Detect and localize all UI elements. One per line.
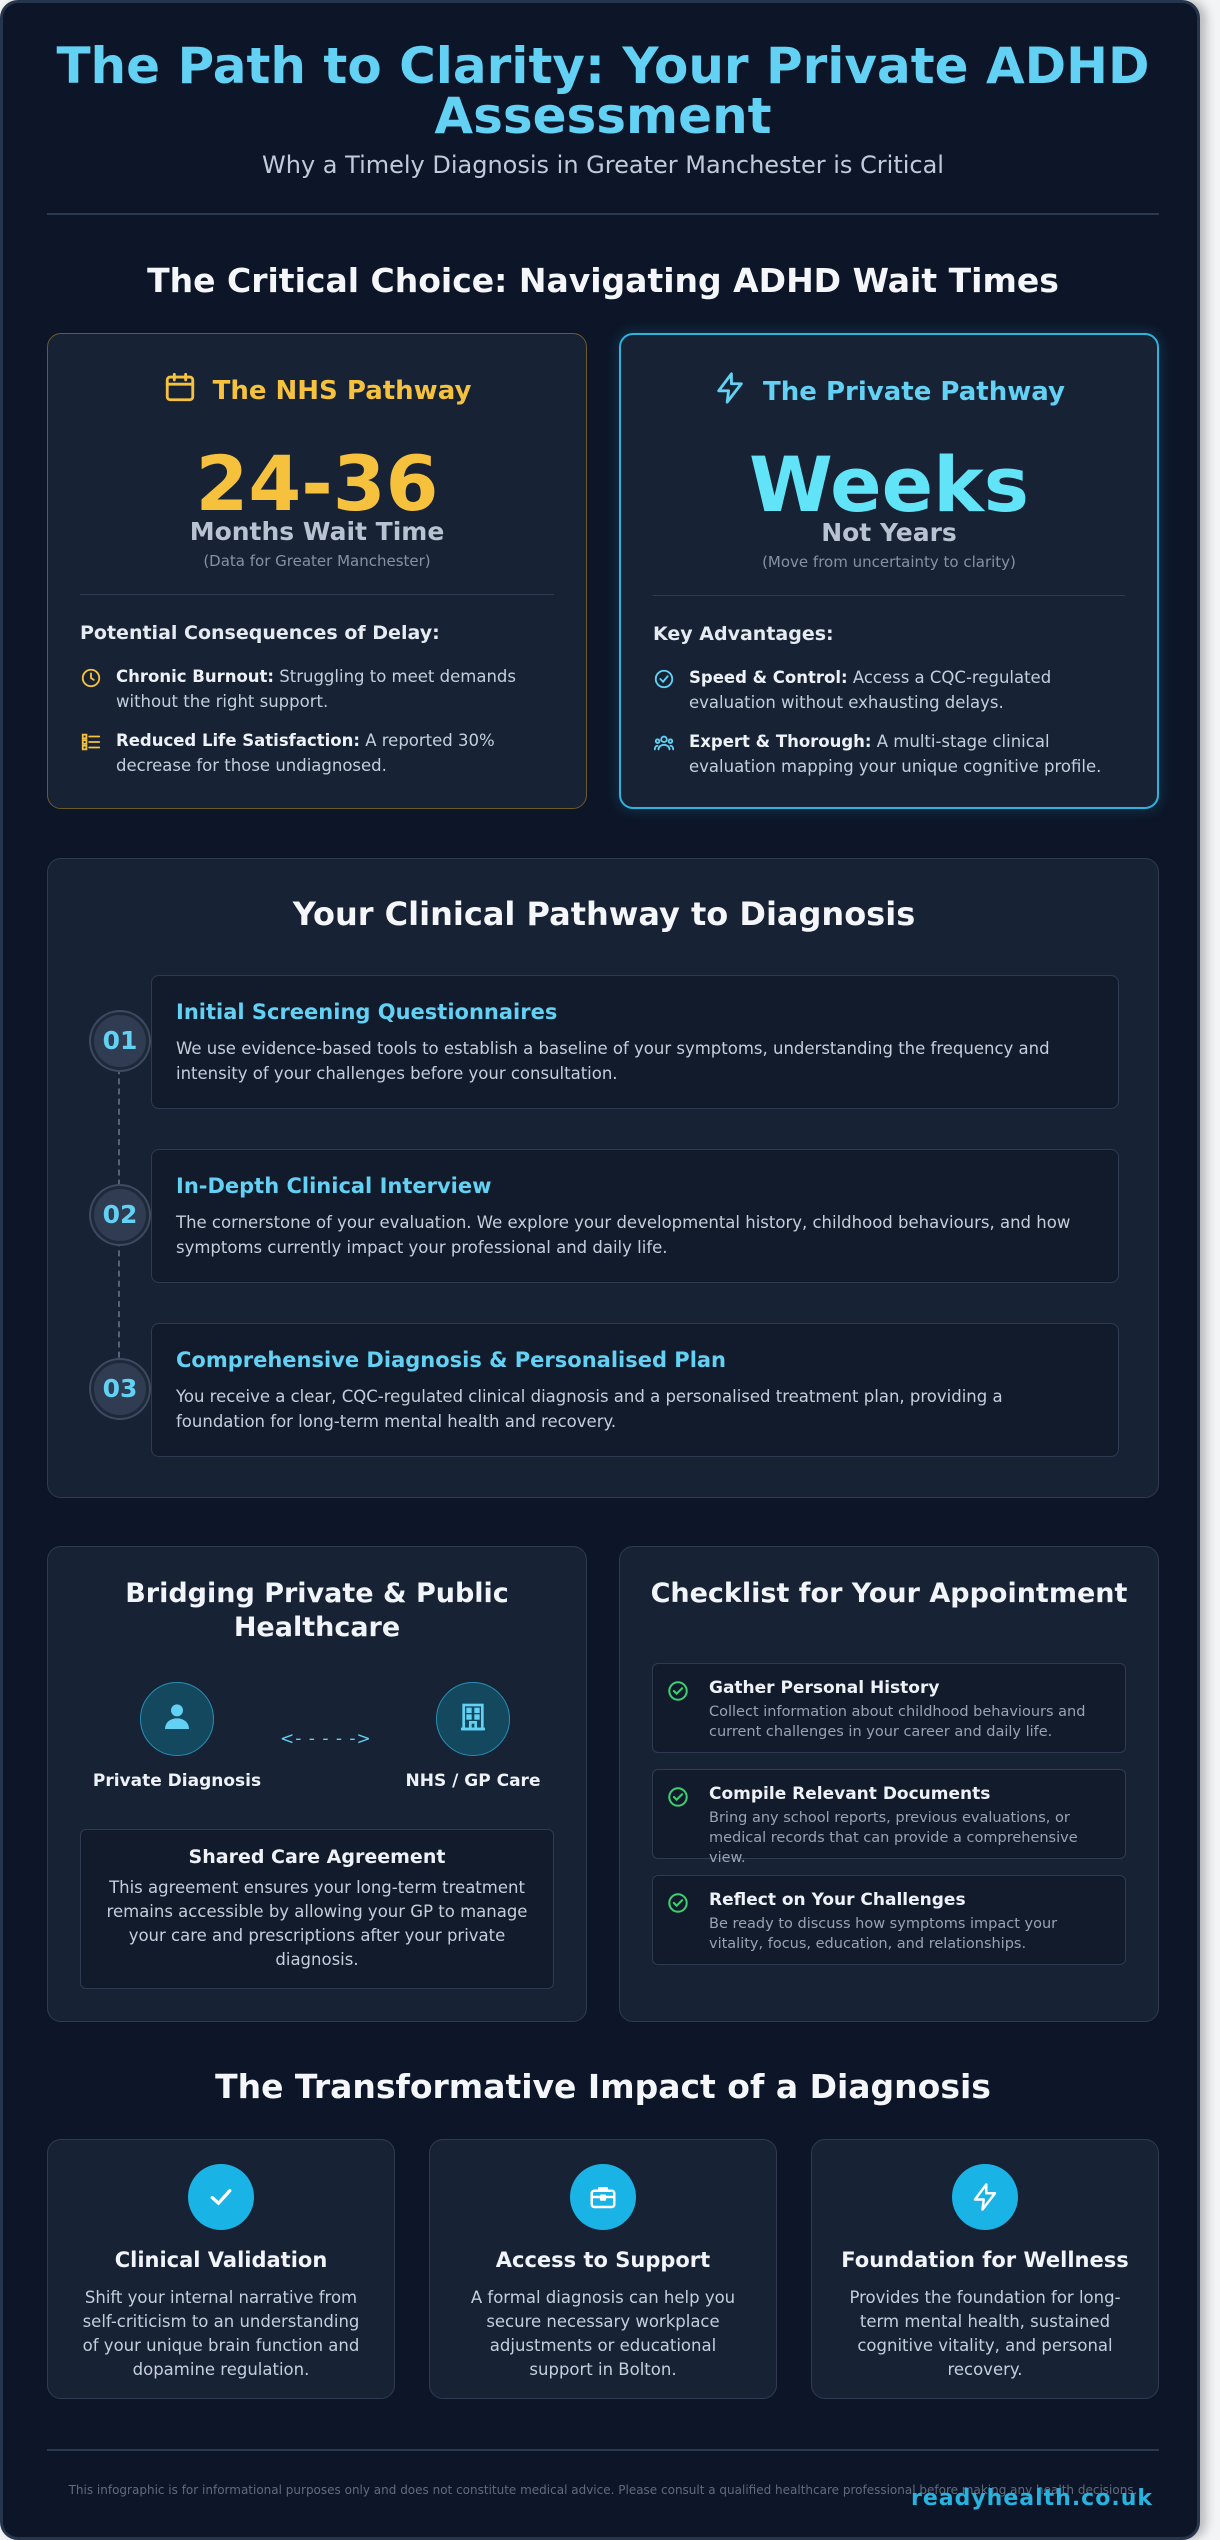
disclaimer: This infographic is for informational pu… [68,2483,1138,2497]
checklist-item-desc: Bring any school reports, previous evalu… [709,1810,1078,1866]
impact-title: The Transformative Impact of a Diagnosis [215,2067,991,2106]
step-title: In-Depth Clinical Interview [176,1174,492,1198]
pathway-step: Initial Screening Questionnaires We use … [151,975,1119,1109]
bridging-title: Bridging Private & Public Healthcare [125,1578,509,1643]
bridge-arrows: <- - - - -> [280,1729,372,1749]
private-item-bold: Expert & Thorough: [689,732,872,751]
private-wait-stat: Weeks [749,440,1029,529]
shared-care-text: This agreement ensures your long-term tr… [106,1878,528,1969]
impact-card: Foundation for Wellness Provides the fou… [811,2139,1159,2399]
nhs-wait-stat: 24-36 [195,439,439,528]
pathway-title: Your Clinical Pathway to Diagnosis [292,895,916,933]
nhs-stat-label: Months Wait Time [189,517,445,546]
pathway-step: In-Depth Clinical Interview The cornerst… [151,1149,1119,1283]
impact-card: Access to Support A formal diagnosis can… [429,2139,777,2399]
nhs-item-text: Struggling to meet demands without the r… [116,667,516,711]
impact-card-desc: Provides the foundation for long-term me… [849,2288,1121,2379]
badge-check-icon [653,668,675,715]
private-item-text: Access a CQC-regulated evaluation withou… [689,668,1052,712]
divider [47,2449,1159,2451]
step-title: Comprehensive Diagnosis & Personalised P… [176,1348,727,1372]
impact-card-desc: Shift your internal narrative from self-… [82,2288,360,2379]
nhs-consequence-item: Chronic Burnout: Struggling to meet dema… [80,664,554,714]
step-description: We use evidence-based tools to establish… [176,1039,1050,1083]
private-stat-note: (Move from uncertainty to clarity) [762,553,1016,571]
person-icon [161,1701,193,1737]
private-item-bold: Speed & Control: [689,668,848,687]
building-icon [457,1701,489,1737]
shared-care-box: Shared Care Agreement This agreement ens… [80,1829,554,1989]
check-circle-icon [667,1680,689,1706]
people-icon [653,732,675,779]
check-icon [188,2164,254,2230]
step-description: The cornerstone of your evaluation. We e… [176,1213,1071,1257]
checklist-item: Gather Personal History Collect informat… [652,1663,1126,1753]
private-list-heading: Key Advantages: [653,623,834,645]
private-advantage-item: Expert & Thorough: A multi-stage clinica… [653,729,1125,779]
pathway-step: Comprehensive Diagnosis & Personalised P… [151,1323,1119,1457]
step-description: You receive a clear, CQC-regulated clini… [176,1387,1003,1431]
calendar-icon [163,370,197,411]
lightning-icon [713,371,747,412]
impact-card: Clinical Validation Shift your internal … [47,2139,395,2399]
checklist-item-desc: Be ready to discuss how symptoms impact … [709,1916,1058,1952]
step-title: Initial Screening Questionnaires [176,1000,558,1024]
bridging-card: Bridging Private & Public Healthcare <- … [47,1546,587,2022]
checklist-item: Reflect on Your Challenges Be ready to d… [652,1875,1126,1965]
step-number: 01 [91,1012,149,1070]
nhs-item-bold: Chronic Burnout: [116,667,275,686]
private-item-text: A multi-stage clinical evaluation mappin… [689,732,1102,776]
nhs-list-heading: Potential Consequences of Delay: [80,622,440,644]
check-circle-icon [667,1786,689,1812]
private-stat-label: Not Years [821,518,957,547]
nhs-item-bold: Reduced Life Satisfaction: [116,731,360,750]
step-number: 02 [91,1186,149,1244]
nhs-card-heading: The NHS Pathway [212,375,472,406]
page-title: The Path to Clarity: Your Private ADHD A… [56,37,1150,145]
checklist-item-title: Gather Personal History [709,1678,940,1698]
impact-card-desc: A formal diagnosis can help you secure n… [470,2288,736,2379]
checklist-item: Compile Relevant Documents Bring any sch… [652,1769,1126,1866]
wait-times-title: The Critical Choice: Navigating ADHD Wai… [147,261,1059,300]
lightning-icon [952,2164,1018,2230]
nhs-item-text: A reported 30% decrease for those undiag… [116,731,495,775]
impact-card-title: Access to Support [495,2248,711,2272]
private-pathway-card: The Private Pathway Weeks Not Years (Mov… [619,333,1159,809]
checklist-item-title: Compile Relevant Documents [709,1784,991,1804]
clock-icon [80,667,102,714]
page-subtitle: Why a Timely Diagnosis in Greater Manche… [262,151,944,179]
shared-care-title: Shared Care Agreement [188,1846,446,1868]
checklist-card: Checklist for Your Appointment Gather Pe… [619,1546,1159,2022]
divider [653,595,1125,596]
impact-card-title: Clinical Validation [114,2248,328,2272]
step-number: 03 [91,1360,149,1418]
gp-care-label: NHS / GP Care [405,1771,541,1791]
nhs-pathway-card: The NHS Pathway 24-36 Months Wait Time (… [47,333,587,809]
private-diagnosis-label: Private Diagnosis [92,1771,262,1791]
divider [80,594,554,595]
gp-care-badge [436,1682,510,1756]
brand-link[interactable]: readyhealth.co.uk [910,2486,1153,2511]
check-circle-icon [667,1892,689,1918]
checklist-item-title: Reflect on Your Challenges [709,1890,966,1910]
nhs-consequence-item: Reduced Life Satisfaction: A reported 30… [80,728,554,778]
nhs-stat-note: (Data for Greater Manchester) [203,552,431,570]
divider [47,213,1159,215]
private-card-heading: The Private Pathway [763,376,1065,407]
list-icon [80,731,102,778]
checklist-title: Checklist for Your Appointment [650,1578,1128,1609]
nhs-card-header: The NHS Pathway [48,370,586,411]
impact-card-title: Foundation for Wellness [841,2248,1129,2272]
checklist-item-desc: Collect information about childhood beha… [709,1704,1086,1740]
briefcase-icon [570,2164,636,2230]
private-card-header: The Private Pathway [621,371,1157,412]
private-advantage-item: Speed & Control: Access a CQC-regulated … [653,665,1125,715]
private-diagnosis-badge [140,1682,214,1756]
